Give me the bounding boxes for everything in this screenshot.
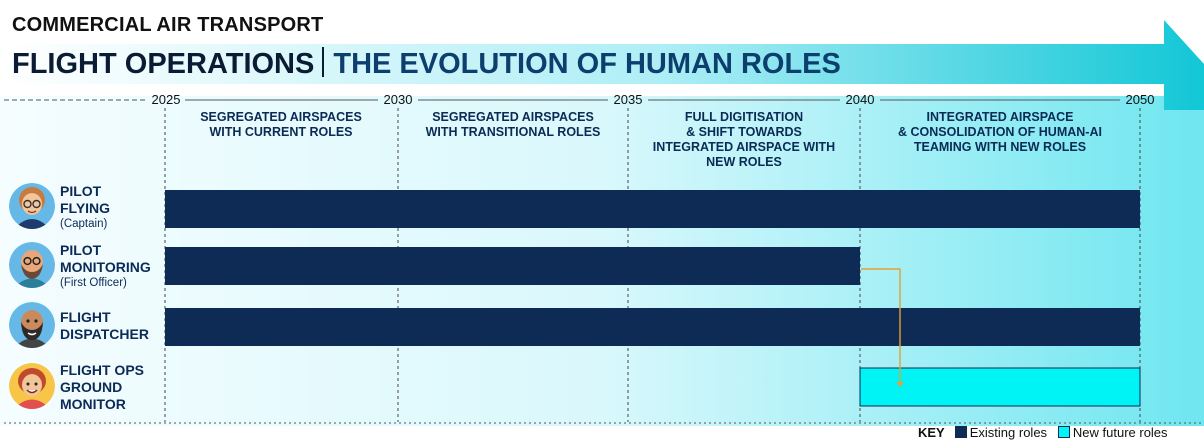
legend-swatch-new [1057, 426, 1070, 438]
year-label-2025: 2025 [151, 92, 181, 107]
role-name-flight-dispatcher: FLIGHT DISPATCHER [60, 309, 149, 342]
legend-title: KEY [918, 425, 945, 440]
copilot-avatar [9, 242, 55, 288]
title-primary: FLIGHT OPERATIONS [12, 48, 315, 80]
legend-swatch-existing [954, 426, 967, 438]
role-name-flight-ops-ground-monitor: FLIGHT OPS GROUND MONITOR [60, 362, 144, 412]
phase-label-3: FULL DIGITISATION & SHIFT TOWARDS INTEGR… [652, 110, 836, 169]
dispatcher-avatar [9, 302, 55, 348]
year-label-2035: 2035 [613, 92, 643, 107]
role-bar-3 [859, 367, 1141, 407]
phase-label-2: SEGREGATED AIRSPACES WITH TRANSITIONAL R… [425, 110, 601, 139]
phase-label-1: SEGREGATED AIRSPACES WITH CURRENT ROLES [200, 110, 362, 139]
role-bar-1 [165, 247, 860, 285]
year-label-2030: 2030 [383, 92, 413, 107]
year-label-2040: 2040 [845, 92, 875, 107]
role-name-pilot-flying: PILOT FLYING [60, 183, 111, 216]
section-kicker: COMMERCIAL AIR TRANSPORT [12, 14, 324, 36]
title-divider [322, 47, 325, 77]
year-label-2050: 2050 [1125, 92, 1155, 107]
transition-arrowhead [896, 382, 904, 387]
legend-label-existing: Existing roles [969, 425, 1048, 440]
legend-label-new: New future roles [1072, 425, 1168, 440]
role-note-pilot-monitoring: (First Officer) [60, 277, 127, 289]
page-title: FLIGHT OPERATIONS THE EVOLUTION OF HUMAN … [12, 47, 841, 81]
transition-connector [861, 268, 901, 382]
role-bar-0 [165, 190, 1140, 228]
pilot-avatar [9, 183, 55, 229]
role-bar-2 [165, 308, 1140, 346]
role-name-pilot-monitoring: PILOT MONITORING [60, 242, 151, 275]
legend: KEY Existing roles New future roles [918, 425, 1168, 440]
phase-label-4: INTEGRATED AIRSPACE & CONSOLIDATION OF H… [898, 110, 1102, 154]
role-note-pilot-flying: (Captain) [60, 218, 108, 230]
title-secondary: THE EVOLUTION OF HUMAN ROLES [333, 48, 841, 80]
ground-monitor-avatar [9, 363, 55, 409]
